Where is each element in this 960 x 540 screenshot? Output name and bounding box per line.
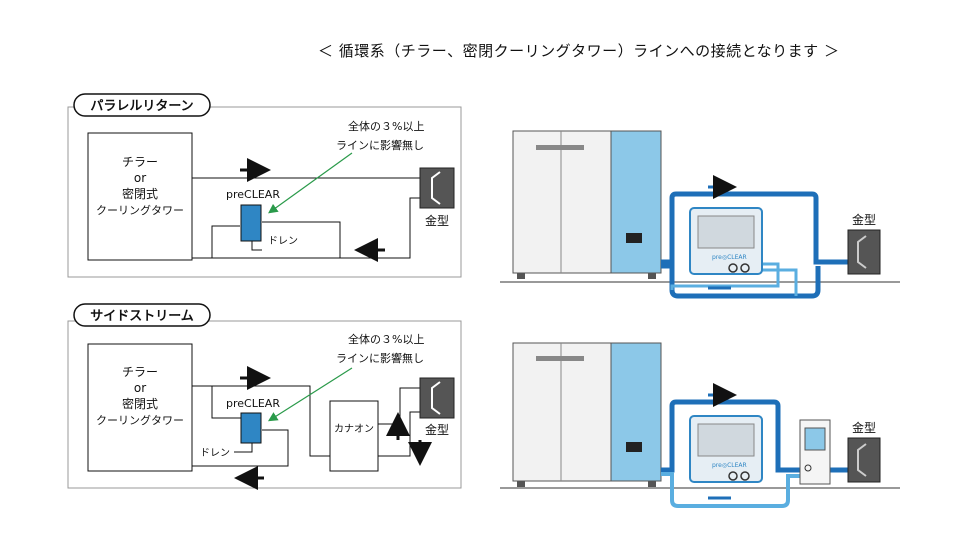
device-gauge	[740, 263, 750, 273]
main-pipe-loop	[661, 191, 848, 265]
note-line-2: ラインに影響無し	[336, 138, 424, 152]
mold-label: 金型	[852, 212, 876, 227]
chiller-box	[87, 343, 193, 472]
mold-to-filter	[378, 411, 420, 457]
cooling-tower-label: クーリングタワー	[96, 413, 184, 427]
note-line-1: 全体の３%以上	[348, 332, 424, 346]
panel-border	[67, 320, 462, 489]
device-brand: pre◎CLEAR	[712, 462, 747, 469]
drain-line	[251, 240, 262, 251]
cabinet-foot	[517, 481, 525, 487]
device-window	[697, 215, 755, 249]
return-pipe-loop	[661, 263, 821, 299]
preclear-label: preCLEAR	[226, 188, 280, 201]
panel-tab-label: サイドストリーム	[90, 309, 194, 324]
device-gauge	[728, 263, 738, 273]
cabinet-foot	[517, 273, 525, 279]
mold-label: 金型	[425, 213, 449, 228]
page-heading: ＜ 循環系（チラー、密閉クーリングタワー）ラインへの接続となります ＞	[318, 42, 840, 60]
preclear-inlet	[211, 386, 241, 419]
cabinet-vent	[536, 145, 584, 150]
return-pipe-loop	[661, 472, 800, 508]
preclear-outlet	[262, 221, 341, 258]
side-stream-panel: サイドストリーム チラー or 密閉式 クーリングタワー preCLEAR ドレ…	[67, 303, 462, 490]
cabinet-vent	[536, 356, 584, 361]
panel-tab	[73, 303, 211, 327]
preclear-unit	[240, 204, 262, 242]
mold-label: 金型	[425, 422, 449, 437]
cabinet-foot	[648, 481, 656, 487]
panel-border	[67, 106, 462, 278]
preclear-label: preCLEAR	[226, 397, 280, 410]
return-line	[192, 197, 420, 259]
device-gauge	[728, 471, 738, 481]
chiller-cabinet	[512, 342, 612, 482]
filter-screen	[804, 427, 826, 451]
bypass-pipe	[670, 262, 780, 290]
cabinet-foot	[648, 273, 656, 279]
note-line-2: ラインに影響無し	[336, 351, 424, 365]
chiller-label: チラー	[122, 365, 158, 379]
mold-cavity	[431, 381, 441, 415]
preclear-inlet	[211, 225, 240, 258]
filter-box	[329, 400, 379, 472]
device-window	[697, 423, 755, 457]
note-line-1: 全体の３%以上	[348, 119, 424, 133]
mold-label: 金型	[852, 420, 876, 435]
filter-label: カナオン	[334, 423, 374, 435]
drain-label: ドレン	[268, 236, 298, 247]
filter-gauge	[804, 464, 812, 472]
mold-cavity	[857, 443, 867, 477]
device-brand: pre◎CLEAR	[712, 254, 747, 261]
chiller-tank	[610, 130, 662, 274]
note-arrow	[267, 367, 353, 422]
mold-cavity	[431, 171, 441, 205]
bypass-pipe	[762, 268, 798, 296]
closed-type-label: 密閉式	[122, 186, 158, 201]
drain-label: ドレン	[200, 448, 230, 459]
note-arrow	[268, 152, 353, 214]
parallel-illustration: pre◎CLEAR 金型	[500, 130, 900, 299]
chiller-label: チラー	[122, 155, 158, 169]
chiller-tank	[610, 342, 662, 482]
device-gauge	[740, 471, 750, 481]
sidestream-illustration: pre◎CLEAR 金型	[500, 342, 900, 508]
chiller-cabinet	[512, 130, 612, 274]
chiller-box	[87, 132, 193, 261]
preclear-unit	[240, 412, 262, 444]
mold-cavity	[857, 235, 867, 269]
panel-tab-label: パラレルリターン	[90, 99, 193, 114]
parallel-return-panel: パラレルリターン チラー or 密閉式 クーリングタワー preCLEAR ドレ…	[67, 93, 462, 278]
drain-line	[234, 440, 253, 453]
closed-type-label: 密閉式	[122, 396, 158, 411]
control-panel	[626, 442, 642, 452]
panel-tab	[73, 93, 211, 117]
control-panel	[626, 233, 642, 243]
or-label: or	[134, 381, 146, 395]
cooling-tower-label: クーリングタワー	[96, 203, 184, 217]
or-label: or	[134, 171, 146, 185]
